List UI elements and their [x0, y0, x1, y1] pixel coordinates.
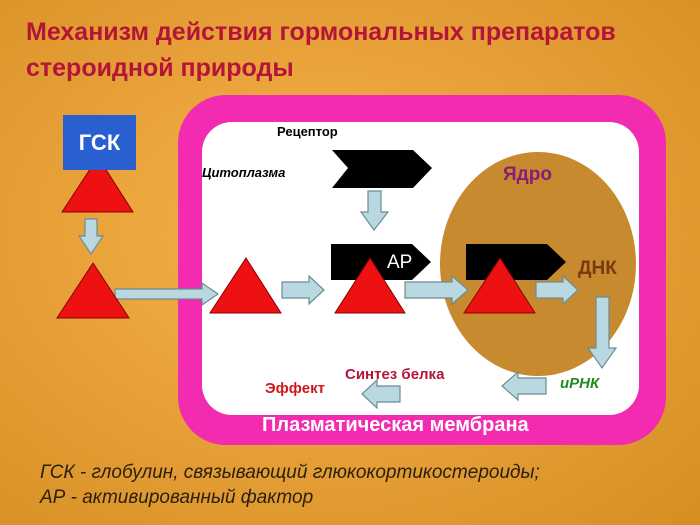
- footnote-gsk: ГСК - глобулин, связывающий глюкокортико…: [40, 462, 540, 483]
- hormone-triangle-gsk: [61, 156, 134, 213]
- arrow-right-into-nucleus: [404, 274, 469, 306]
- footnote-ar: АР - активированный фактор: [40, 487, 314, 508]
- cytoplasm-label: Цитоплазма: [202, 165, 286, 180]
- hormone-triangle-blood: [56, 262, 130, 319]
- dna-label: ДНК: [578, 258, 617, 279]
- arrow-right-into-cell: [114, 281, 220, 307]
- hormone-triangle-nucleus: [463, 257, 536, 314]
- page-title: Механизм действия гормональных препарато…: [26, 14, 686, 86]
- gsk-box: ГСК: [63, 115, 136, 170]
- arrow-right-to-dna: [535, 274, 579, 306]
- arrow-down-to-mrna: [586, 296, 618, 370]
- hormone-triangle-ar: [334, 257, 406, 314]
- ar-label: АР: [387, 252, 413, 273]
- activated-receptor-shape: [331, 244, 431, 280]
- title-line-2: стероидной природы: [26, 54, 294, 82]
- hormone-triangle-cytoplasm: [209, 257, 282, 314]
- arrow-down-gsk: [77, 218, 105, 256]
- effect-label: Эффект: [265, 380, 325, 397]
- nucleus-label: Ядро: [503, 164, 552, 185]
- arrow-right-to-ar: [281, 274, 325, 306]
- arrow-left-to-protein: [501, 370, 547, 402]
- mrna-label: иРНК: [560, 375, 600, 392]
- protein-synthesis-label: Синтез белка: [345, 366, 445, 383]
- title-line-1: Механизм действия гормональных препарато…: [26, 18, 616, 46]
- dna-receptor-shape: [466, 244, 566, 280]
- arrow-left-to-effect: [361, 378, 401, 410]
- arrow-down-receptor: [359, 190, 390, 232]
- receptor-shape: [332, 150, 432, 188]
- gsk-label: ГСК: [78, 129, 121, 155]
- membrane-label: Плазматическая мембрана: [262, 414, 529, 436]
- receptor-label: Рецептор: [277, 124, 338, 139]
